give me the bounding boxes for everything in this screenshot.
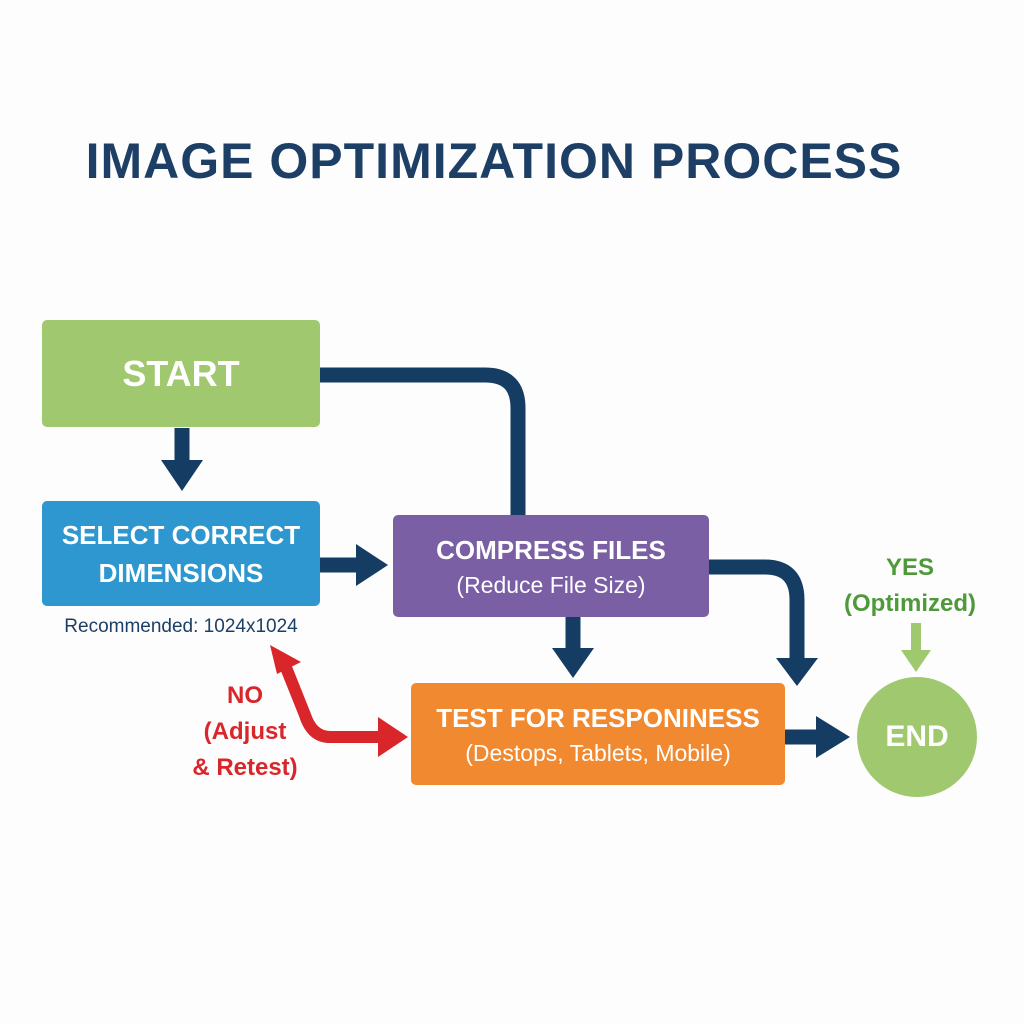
start-to-compress-connector [320,367,526,515]
arrowhead-icon [816,716,850,758]
arrowhead-icon [776,658,818,686]
yes-line1: YES [885,554,935,581]
yes-line2: (Optimized) [844,590,976,617]
yes-branch-label: YES (Optimized) [830,550,990,622]
no-retest-arrow [279,662,380,743]
start-node: START [42,320,320,427]
arrowhead-icon [356,544,388,586]
test-sublabel: (Destops, Tablets, Mobile) [465,740,731,766]
select-label-line1: SELECT CORRECT [61,519,301,550]
arrowhead-icon [378,717,408,757]
arrowhead-icon [901,650,931,672]
test-label: TEST FOR RESPONINESS [436,703,760,733]
arrowhead-icon [552,648,594,678]
page-title: IMAGE OPTIMIZATION PROCESS [85,133,903,189]
no-line1: NO [227,682,263,709]
no-branch-label: NO (Adjust & Retest) [180,678,310,786]
start-label: START [122,352,240,394]
compress-label: COMPRESS FILES [436,535,666,565]
end-label: END [885,720,949,753]
select-dimensions-node: SELECT CORRECT DIMENSIONS [42,501,320,606]
end-node: END [857,677,977,797]
no-line3: & Retest) [192,754,298,781]
compress-sublabel: (Reduce File Size) [456,572,646,598]
compress-to-test-side-connector [709,559,805,660]
no-line2: (Adjust [203,718,287,745]
arrowhead-icon [161,460,203,491]
compress-files-node: COMPRESS FILES (Reduce File Size) [393,515,709,617]
recommended-note: Recommended: 1024x1024 [64,616,298,637]
select-label-line2: DIMENSIONS [98,557,264,588]
arrowhead-icon [270,645,301,674]
test-responsiveness-node: TEST FOR RESPONINESS (Destops, Tablets, … [411,683,785,785]
